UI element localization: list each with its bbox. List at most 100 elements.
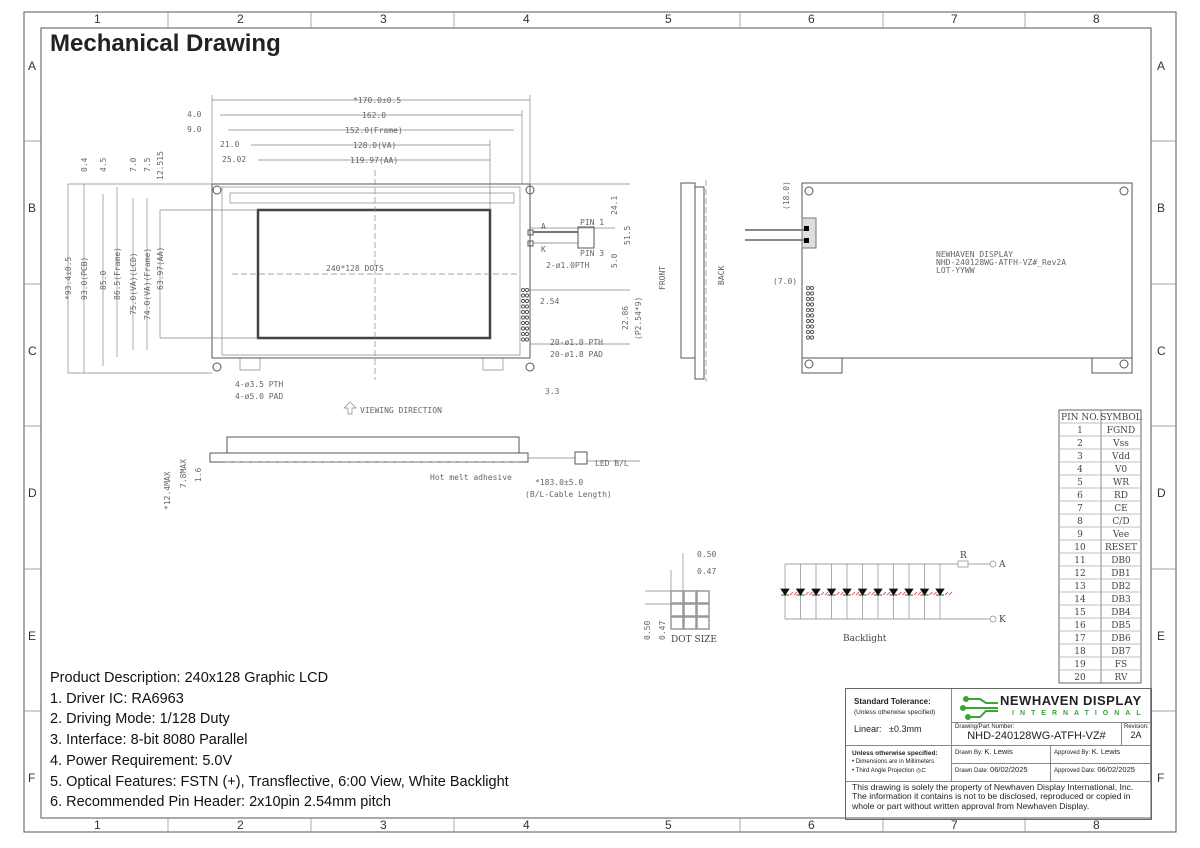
pin-symbol: DB6: [1111, 634, 1131, 644]
dim-21: 21.0: [220, 140, 239, 149]
dot-cell: [696, 616, 710, 630]
dot-cell: [670, 603, 684, 617]
dot-cell: [683, 590, 697, 604]
header-pin: [805, 296, 811, 302]
grid-row-label: D: [28, 486, 37, 500]
header-pin: [520, 309, 526, 315]
viewing-direction: VIEWING DIRECTION: [360, 406, 442, 415]
pin-number: 19: [1074, 660, 1086, 670]
desc-line: 6. Recommended Pin Header: 2x10pin 2.54m…: [50, 794, 391, 811]
header-pin: [809, 291, 815, 296]
dim-2-54: 2.54: [540, 297, 559, 306]
revision: 2A: [1130, 730, 1142, 740]
pin-symbol: WR: [1113, 478, 1129, 488]
grid-column-label: 3: [380, 818, 387, 832]
grid-row-label: A: [28, 59, 36, 73]
header-pin: [524, 326, 530, 331]
pin-symbol: RD: [1114, 491, 1128, 501]
outer-border: [23, 11, 1177, 833]
header-pin: [520, 337, 526, 342]
pin-symbol: Vdd: [1111, 452, 1130, 462]
back-view: (18.0) (7.0) NEWHAVEN DISPLAY NHD-240128…: [745, 181, 1133, 374]
header-pin: [520, 320, 526, 326]
header-pin: [809, 329, 815, 335]
mount-hole: [212, 185, 222, 195]
grid-row-label: B: [28, 201, 36, 215]
dot-cell: [683, 616, 697, 630]
pin-symbol: Vss: [1112, 439, 1129, 449]
pin-number: 17: [1074, 634, 1086, 644]
header-pin: [524, 304, 530, 309]
light-rays-icon: [820, 591, 829, 596]
light-rays-icon: [944, 591, 953, 596]
dim-9: 9.0: [187, 125, 202, 134]
dot-dim-047: 0.47: [697, 567, 716, 576]
pin-number: 2: [1077, 439, 1083, 449]
grid-row-label: E: [1157, 629, 1165, 643]
grid-column-label: 7: [951, 818, 958, 832]
logo-subtext: INTERNATIONAL: [1012, 710, 1147, 717]
dot-dim-050-v: 0.50: [643, 621, 652, 640]
pin-number: 7: [1077, 504, 1083, 514]
dim-128: 128.0(VA): [353, 141, 396, 150]
bottom-view: LED B/L Hot melt adhesive *183.0±5.0 (B/…: [163, 436, 640, 510]
header-pin: [805, 318, 811, 324]
pin-table-header: PIN NO.: [1061, 413, 1099, 423]
dim-7-8: 7.8MAX: [179, 459, 188, 488]
pin-number: 6: [1077, 491, 1083, 501]
grid-row-label: C: [28, 344, 37, 358]
grid-column-label: 6: [808, 12, 815, 26]
header-pin: [809, 335, 815, 340]
dim-152: 152.0(Frame): [345, 126, 403, 135]
header-pin: [809, 318, 815, 324]
desc-line: Product Description: 240x128 Graphic LCD: [50, 670, 329, 686]
part-number: NHD-240128WG-ATFH-VZ#: [967, 730, 1106, 742]
ownership-notice: This drawing is solely the property of N…: [852, 782, 1134, 811]
pin-number: 12: [1074, 569, 1085, 579]
header-pin: [524, 309, 530, 315]
grid-column-label: 4: [523, 12, 530, 26]
dot-dim-050: 0.50: [697, 550, 716, 559]
header-pin: [805, 307, 811, 313]
approved-by-label: Approved By:: [1054, 750, 1091, 756]
light-rays-icon: [805, 591, 813, 596]
led-diode-icon: [842, 588, 852, 596]
dim-left: 86.5(Frame): [113, 247, 122, 300]
grid-row-label: B: [1157, 201, 1165, 215]
approved-by: K. Lewis: [1091, 747, 1121, 756]
frame-outline: [221, 186, 521, 356]
pin-symbol: DB2: [1111, 582, 1131, 592]
grid-row-label: F: [1157, 771, 1164, 785]
dot-size-label: DOT SIZE: [671, 635, 717, 645]
adhesive-label: Hot melt adhesive: [430, 473, 512, 482]
pin-symbol: DB3: [1111, 595, 1131, 605]
header-holes-2: 20-ø1.8 PAD: [550, 350, 603, 359]
dot-cell: [696, 603, 710, 617]
grid-row-label: F: [28, 771, 35, 785]
grid-column-label: 6: [808, 818, 815, 832]
mount-holes-2: 4-ø5.0 PAD: [235, 392, 283, 401]
header-pin: [524, 320, 530, 326]
led-diode-icon: [826, 588, 837, 596]
light-rays-icon: [929, 591, 937, 596]
dim-right: 51.5: [623, 226, 632, 245]
dim-7: (7.0): [773, 277, 797, 286]
header-pin: [809, 296, 815, 302]
grid-column-label: 4: [523, 818, 530, 832]
header-pin: [809, 313, 815, 318]
light-rays-icon: [836, 591, 844, 596]
backlight-schematic: R A K Backlight: [780, 551, 1006, 644]
dim-offset: 4.5: [99, 157, 108, 172]
dim-right: 5.0: [610, 253, 619, 268]
light-rays-icon: [867, 591, 875, 596]
cathode-terminal: K: [999, 615, 1006, 625]
dot-cell: [683, 603, 697, 617]
cable-length: *183.0±5.0: [535, 478, 583, 487]
pin-number: 4: [1077, 465, 1083, 475]
dim-170: *170.0±0.5: [353, 96, 401, 105]
pin-number: 9: [1077, 530, 1083, 540]
grid-column-label: 2: [237, 818, 244, 832]
grid-column-label: 3: [380, 12, 387, 26]
backlight-label: Backlight: [843, 634, 887, 644]
